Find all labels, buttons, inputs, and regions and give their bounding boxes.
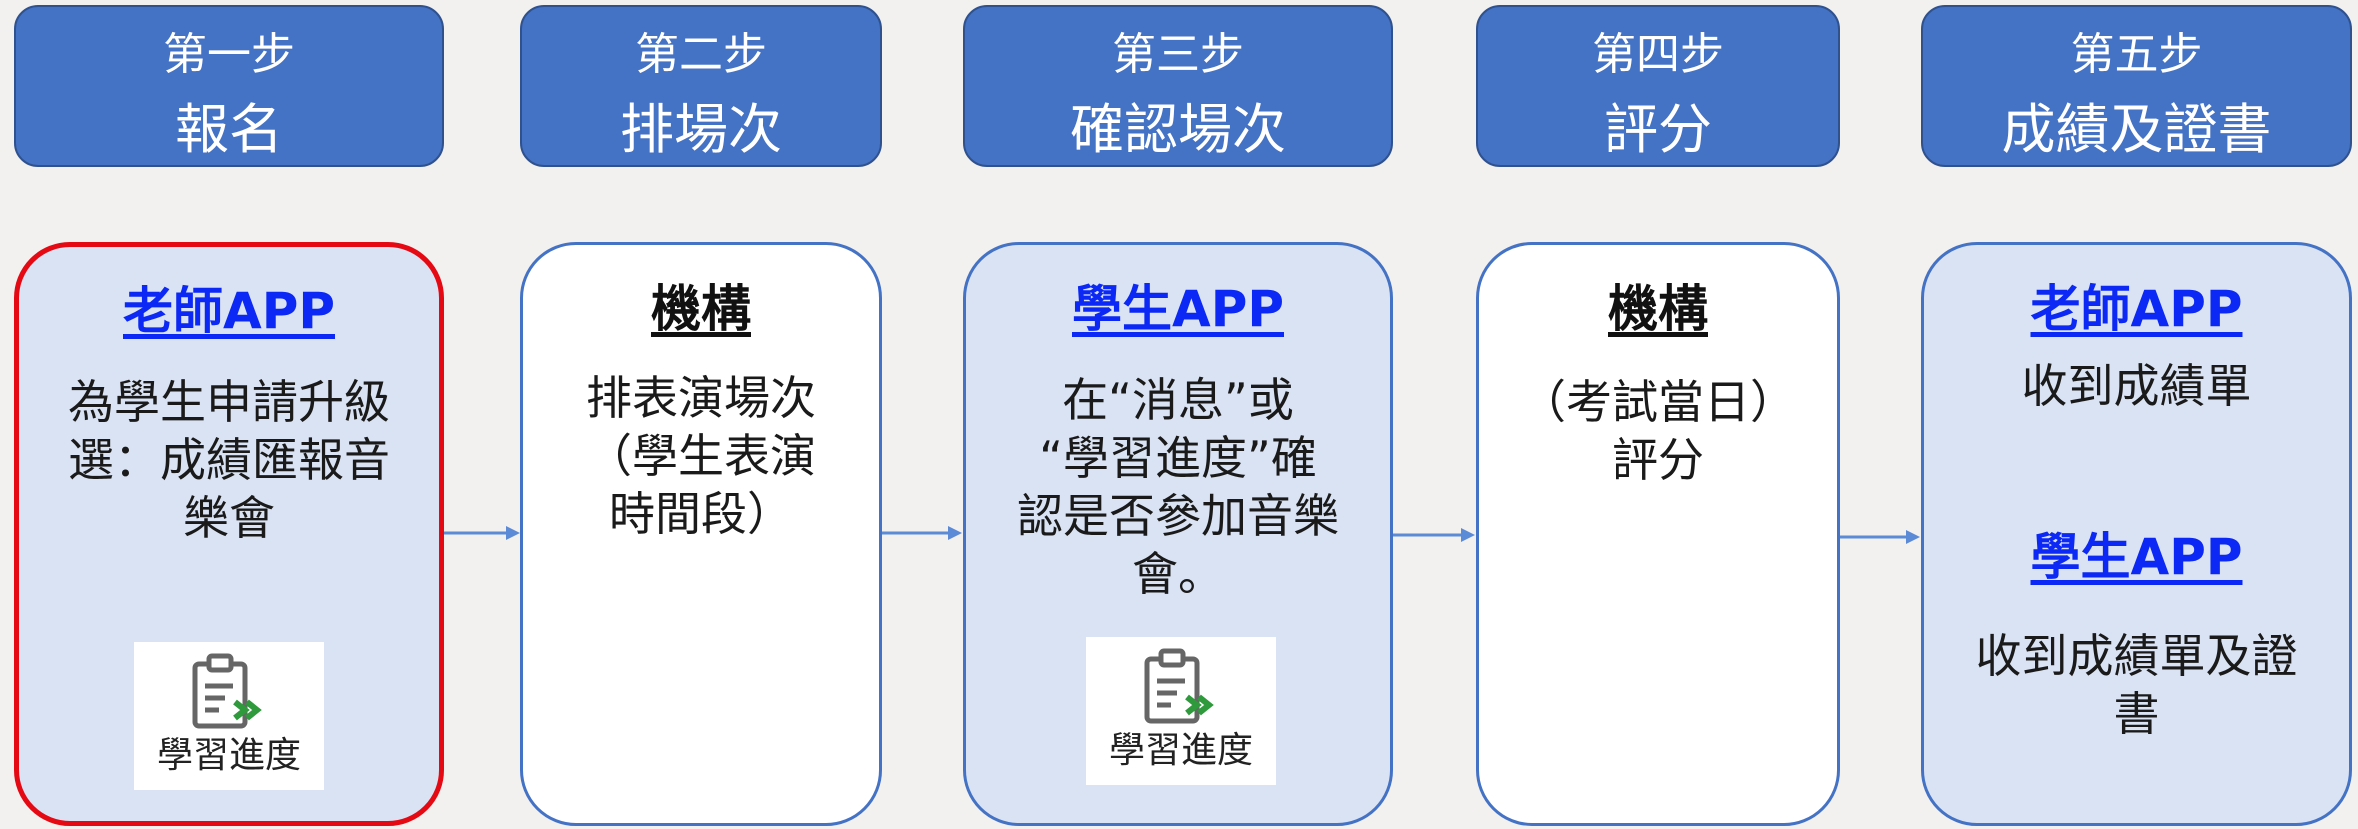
arrow-right-icon <box>882 526 962 540</box>
step-number: 第二步 <box>635 29 767 80</box>
progress-clipboard-icon <box>192 653 262 729</box>
step-card-4: 機構 （考試當日） 評分 <box>1476 242 1840 826</box>
card-title-link-2[interactable]: 學生APP <box>2030 528 2243 586</box>
step-header-1: 第一步 報名 <box>14 5 444 167</box>
step-card-3: 學生APP 在“消息”或 “學習進度”確 認是否參加音樂 會。 學習進度 <box>963 242 1393 826</box>
badge-label: 學習進度 <box>156 735 301 776</box>
card-body: （考試當日） 評分 <box>1520 375 1796 487</box>
card-body: 為學生申請升級 選：成績匯報音 樂會 <box>68 375 390 545</box>
step-number: 第一步 <box>163 29 295 80</box>
card-title-link[interactable]: 學生APP <box>1072 280 1284 338</box>
progress-clipboard-icon <box>1144 648 1214 724</box>
card-title-link[interactable]: 老師APP <box>123 282 335 340</box>
step-header-2: 第二步 排場次 <box>520 5 882 167</box>
step-name: 報名 <box>175 98 283 161</box>
arrow-right-icon <box>1840 530 1920 544</box>
step-card-5: 老師APP 收到成績單 學生APP 收到成績單及證 書 <box>1921 242 2352 826</box>
step-header-4: 第四步 評分 <box>1476 5 1840 167</box>
progress-badge[interactable]: 學習進度 <box>1086 637 1276 785</box>
arrow-right-icon <box>444 526 520 540</box>
step-name: 評分 <box>1604 98 1712 161</box>
card-title: 機構 <box>1608 280 1708 338</box>
step-number: 第五步 <box>2070 29 2203 80</box>
card-title-link[interactable]: 老師APP <box>2030 280 2243 338</box>
step-name: 確認場次 <box>1070 98 1286 161</box>
step-header-3: 第三步 確認場次 <box>963 5 1393 167</box>
badge-label: 學習進度 <box>1108 730 1253 771</box>
step-name: 成績及證書 <box>2001 98 2272 161</box>
step-name: 排場次 <box>620 98 782 161</box>
step-card-1[interactable]: 老師APP 為學生申請升級 選：成績匯報音 樂會 學習進度 <box>14 242 444 826</box>
step-card-2: 機構 排表演場次 （學生表演 時間段） <box>520 242 882 826</box>
step-number: 第四步 <box>1592 29 1724 80</box>
progress-badge[interactable]: 學習進度 <box>134 642 324 790</box>
arrow-right-icon <box>1393 528 1475 542</box>
card-title: 機構 <box>651 280 751 338</box>
step-header-5: 第五步 成績及證書 <box>1921 5 2352 167</box>
step-number: 第三步 <box>1112 29 1244 80</box>
card-body: 收到成績單 <box>2021 359 2252 413</box>
card-body-2: 收到成績單及證 書 <box>1975 629 2298 741</box>
card-body: 排表演場次 （學生表演 時間段） <box>586 371 816 541</box>
card-body: 在“消息”或 “學習進度”確 認是否參加音樂 會。 <box>1017 373 1339 601</box>
